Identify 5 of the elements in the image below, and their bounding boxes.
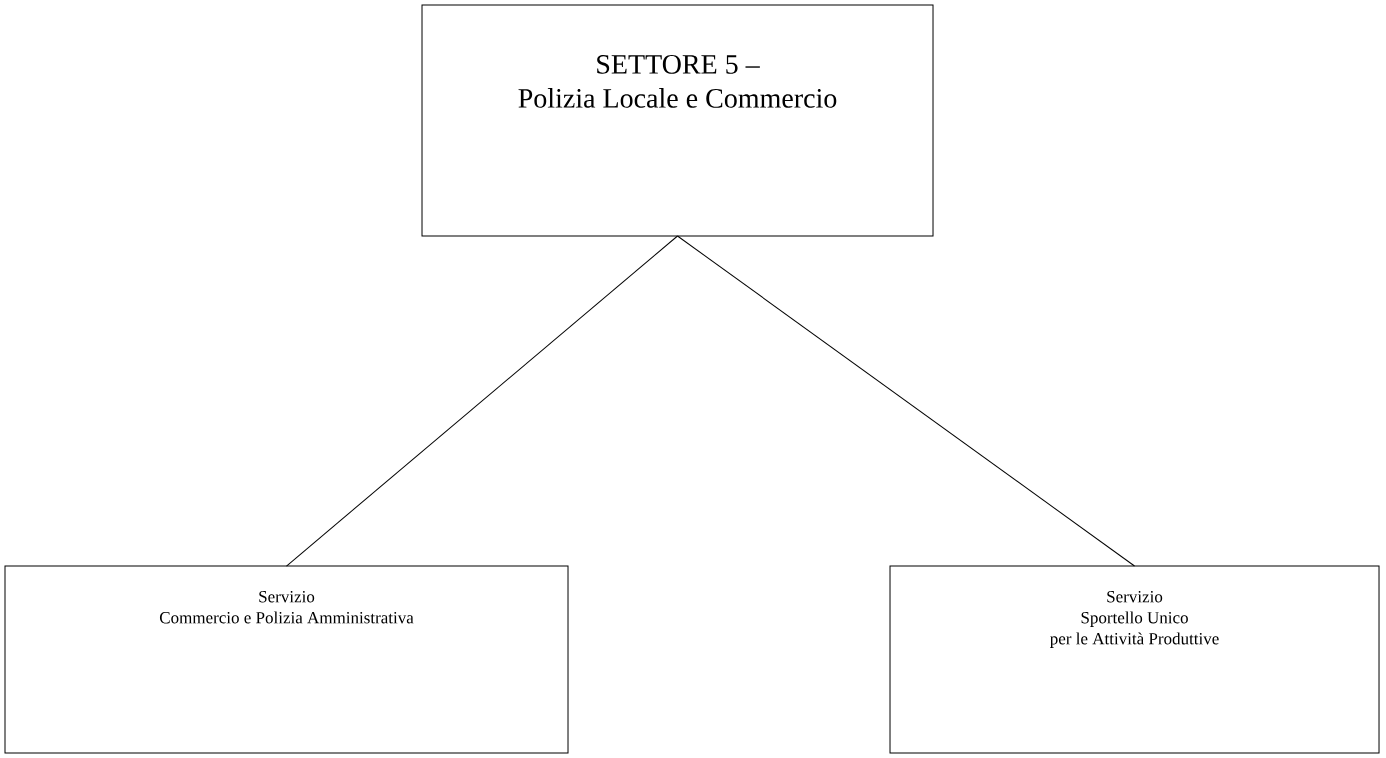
service-box: Servizio Commercio e Polizia Amministrativa	[4, 565, 569, 754]
sector-box: SETTORE 5 – Polizia Locale e Commercio	[421, 4, 934, 237]
service-box: Servizio Sportello Unico per le Attività Produttive	[889, 565, 1380, 754]
connector-line	[286, 235, 678, 567]
connector-line	[677, 235, 1135, 567]
